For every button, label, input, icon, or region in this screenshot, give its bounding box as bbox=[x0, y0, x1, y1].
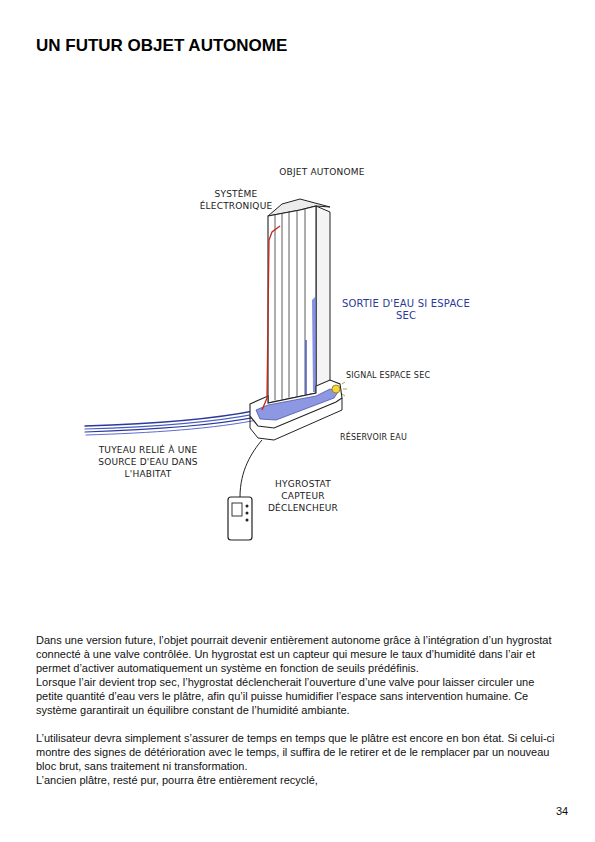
sensor-label: HYGROSTAT CAPTEUR DÉCLENCHEUR bbox=[258, 478, 348, 514]
column-groove bbox=[275, 215, 276, 401]
signal-label: SIGNAL ESPACE SEC bbox=[346, 370, 436, 382]
water-pipe bbox=[85, 410, 262, 435]
reservoir-label: RÉSERVOIR EAU bbox=[340, 432, 420, 444]
column-groove bbox=[297, 210, 298, 396]
plaster-column bbox=[268, 206, 316, 403]
body-paragraph: Lorsque l’air devient trop sec, l’hygros… bbox=[36, 675, 563, 717]
dry-signal-light bbox=[332, 382, 347, 396]
page-title: UN FUTUR OBJET AUTONOME bbox=[36, 36, 287, 56]
column-groove bbox=[289, 212, 290, 398]
water-streak bbox=[305, 340, 307, 396]
sensor-wire bbox=[240, 440, 262, 497]
body-paragraph: L’ancien plâtre, resté pur, pourra être … bbox=[36, 773, 563, 787]
page-number: 34 bbox=[556, 805, 568, 817]
reservoir-water bbox=[256, 389, 338, 420]
body-paragraph: L’utilisateur devra simplement s’assurer… bbox=[36, 731, 563, 773]
column-grooves bbox=[275, 209, 305, 401]
object-label: OBJET AUTONOME bbox=[262, 166, 382, 178]
water-streak bbox=[312, 296, 316, 392]
part-label: SYSTÈME ÉLECTRONIQUE bbox=[196, 188, 276, 212]
water-outlet-label: SORTIE D'EAU SI ESPACE SEC bbox=[336, 298, 476, 322]
electronic-wire bbox=[262, 226, 280, 410]
column-side bbox=[316, 206, 330, 393]
pipe-label: TUYEAU RELIÉ À UNE SOURCE D'EAU DANS L'H… bbox=[92, 444, 204, 480]
column-groove bbox=[282, 213, 283, 399]
body-text: Dans une version future, l’objet pourrai… bbox=[36, 633, 563, 787]
body-paragraph: Dans une version future, l’objet pourrai… bbox=[36, 633, 563, 675]
hygrostat-sensor bbox=[228, 497, 252, 540]
